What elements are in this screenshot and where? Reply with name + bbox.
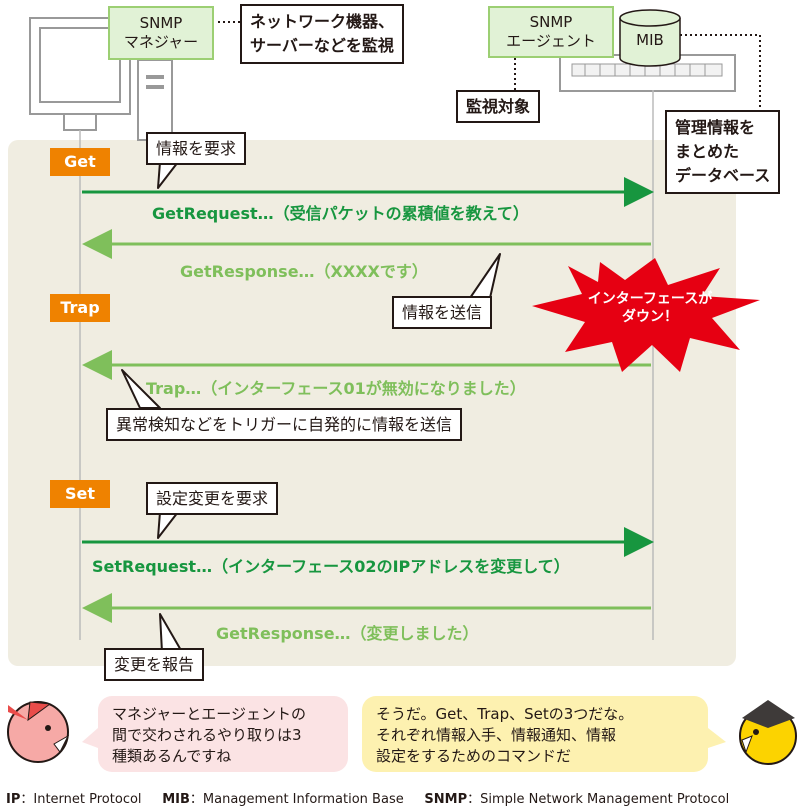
trap-callout: 情報を送信	[392, 296, 493, 329]
mib-note-line-3: データベース	[675, 166, 771, 185]
student-speech-bubble: マネジャーとエージェントの 間で交わされるやり取りは3 種類あるんですね	[98, 696, 348, 772]
set-callout: 設定変更を要求	[146, 482, 279, 515]
manager-label-line-1: SNMP	[139, 14, 183, 32]
student-line-3: 種類あるんですね	[112, 747, 232, 765]
trap-tag: Trap	[50, 294, 110, 322]
snmp-manager-label: SNMP マネジャー	[108, 6, 214, 60]
glossary-footer: IP：Internet Protocol MIB：Management Info…	[6, 788, 729, 807]
mib-database-icon	[619, 9, 681, 67]
manager-note: ネットワーク機器、 サーバーなどを監視	[240, 4, 405, 64]
agent-label-line-2: エージェント	[506, 32, 596, 50]
set-tag: Set	[50, 480, 110, 508]
manager-note-line-2: サーバーなどを監視	[250, 36, 394, 55]
sep: ：	[189, 792, 203, 807]
agent-device-icon	[559, 54, 736, 92]
teacher-line-2: それぞれ情報入手、情報通知、情報	[376, 726, 617, 744]
agent-label-line-1: SNMP	[529, 13, 573, 31]
sep: ：	[467, 792, 481, 807]
sequence-panel	[8, 140, 736, 666]
manager-note-line-1: ネットワーク機器、	[250, 12, 395, 31]
set-request-label: SetRequest…（インターフェース02のIPアドレスを変更して）	[92, 557, 570, 576]
student-line-2: 間で交わされるやり取りは3	[112, 726, 302, 744]
teacher-line-3: 設定をするためのコマンドだ	[376, 747, 572, 765]
get-callout: 情報を要求	[146, 132, 247, 165]
snmp-agent-label: SNMP エージェント	[488, 6, 614, 58]
teacher-line-1: そうだ。Get、Trap、Setの3つだな。	[376, 705, 634, 723]
student-line-1: マネジャーとエージェントの	[112, 705, 306, 723]
set-note: 変更を報告	[104, 648, 205, 681]
teacher-character-icon	[739, 700, 797, 765]
mib-abbr: MIB	[162, 792, 190, 807]
ip-full: Internet Protocol	[33, 792, 142, 807]
get-request-label: GetRequest…（受信パケットの累積値を教えて）	[152, 204, 529, 223]
teacher-speech-bubble: そうだ。Get、Trap、Setの3つだな。 それぞれ情報入手、情報通知、情報 …	[362, 696, 708, 772]
get-tag: Get	[50, 148, 110, 176]
sep: ：	[20, 792, 34, 807]
mib-note-line-1: 管理情報を	[675, 118, 756, 137]
burst-line-1: インターフェースが	[587, 291, 713, 307]
snmp-full: Simple Network Management Protocol	[480, 792, 730, 807]
alert-burst-icon	[532, 258, 760, 372]
mib-label: MIB	[636, 31, 664, 49]
mib-note: 管理情報を まとめた データベース	[665, 110, 781, 194]
snmp-abbr: SNMP	[424, 792, 468, 807]
set-response-label: GetResponse…（変更しました）	[216, 624, 479, 643]
get-response-label: GetResponse…（XXXXです）	[180, 262, 428, 281]
trap-note: 異常検知などをトリガーに自発的に情報を送信	[106, 408, 463, 441]
trap-message-label: Trap…（インターフェース01が無効になりました）	[146, 379, 526, 398]
student-character-icon	[7, 701, 70, 763]
burst-line-2: ダウン！	[622, 309, 678, 325]
alert-burst-text: インターフェースが ダウン！	[580, 290, 720, 326]
ip-abbr: IP	[6, 792, 21, 807]
mib-note-line-2: まとめた	[675, 142, 740, 161]
manager-label-line-2: マネジャー	[123, 33, 199, 51]
mib-full: Management Information Base	[202, 792, 404, 807]
monitored-target-label: 監視対象	[456, 90, 541, 123]
